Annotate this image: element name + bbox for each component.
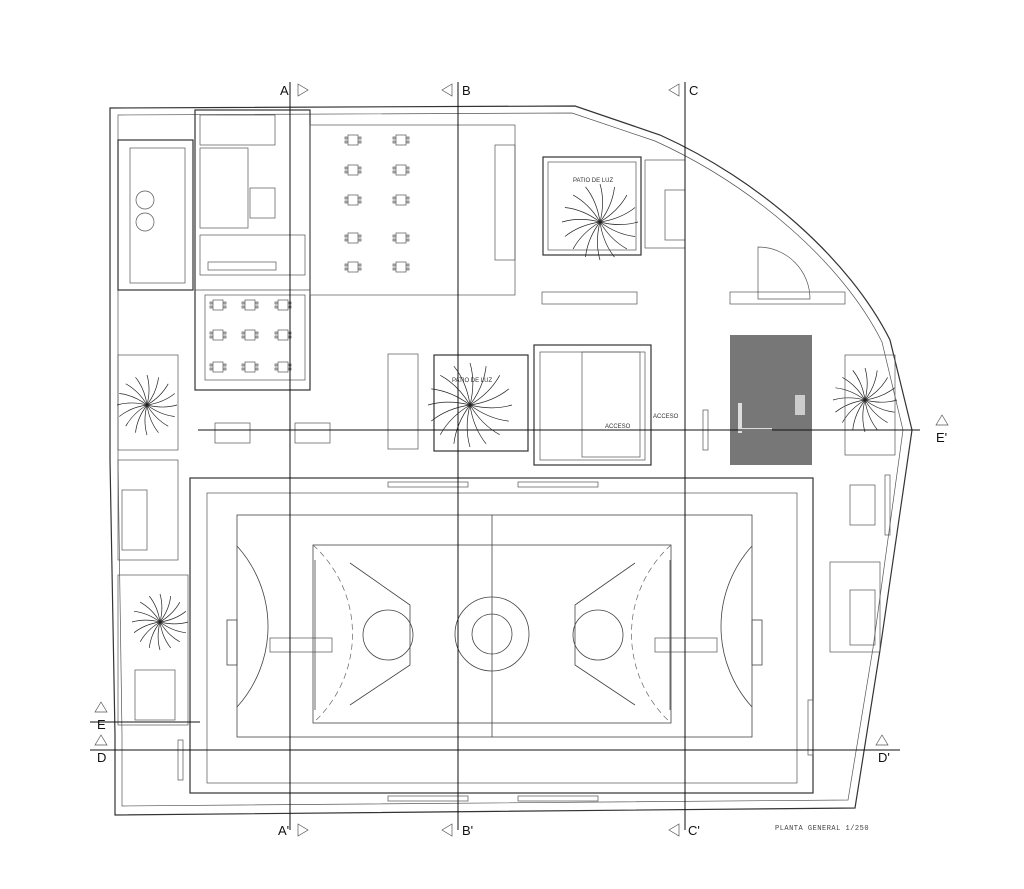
acceso-label-2: ACCESO (653, 414, 679, 420)
acceso-label-1: ACCESO (605, 424, 631, 430)
table-set (392, 232, 410, 244)
section-e-left: E (97, 717, 106, 732)
table-set (241, 329, 259, 341)
patio-top: PATIO DE LUZ (542, 156, 642, 261)
section-c-top: C (689, 83, 698, 98)
table-set (344, 134, 362, 146)
table-set (392, 194, 410, 206)
patio-label-2: PATIO DE LUZ (452, 378, 492, 384)
dining-tables (209, 134, 410, 373)
table-set (344, 261, 362, 273)
table-set (241, 299, 259, 311)
central-stairs: ACCESO ACCESO (533, 344, 679, 466)
table-set (344, 232, 362, 244)
service-block (194, 109, 311, 391)
table-set (241, 361, 259, 373)
dining-hall (309, 124, 516, 296)
table-set (209, 361, 227, 373)
table-set (392, 261, 410, 273)
building-outline-inner (117, 112, 904, 807)
drawing-title: PLANTA GENERAL 1/250 (775, 825, 869, 833)
left-column (117, 139, 194, 726)
section-b-bottom: B' (462, 823, 473, 838)
table-set (274, 299, 292, 311)
section-a-bottom: A' (278, 823, 289, 838)
plant-icon (116, 374, 178, 436)
table-set (209, 299, 227, 311)
table-set (392, 134, 410, 146)
patio-middle: PATIO DE LUZ (387, 353, 529, 452)
plant-icon (561, 183, 639, 261)
section-c-bottom: C' (688, 823, 700, 838)
table-set (274, 361, 292, 373)
plant-icon (832, 367, 898, 433)
gym (177, 474, 891, 802)
table-set (392, 164, 410, 176)
table-set (344, 194, 362, 206)
table-set (344, 164, 362, 176)
building-outline (109, 105, 913, 816)
section-marks: A B C A' B' C' D D' E E' (94, 83, 949, 838)
patio-label-1: PATIO DE LUZ (573, 178, 613, 184)
section-a-top: A (280, 83, 289, 98)
table-set (274, 329, 292, 341)
plant-icon (131, 593, 189, 651)
section-b-top: B (462, 83, 471, 98)
section-d-right: D' (878, 750, 890, 765)
plant-icon (427, 362, 513, 448)
section-e-right: E' (936, 430, 947, 445)
table-set (209, 329, 227, 341)
section-d-left: D (97, 750, 106, 765)
section-lines (90, 82, 920, 830)
